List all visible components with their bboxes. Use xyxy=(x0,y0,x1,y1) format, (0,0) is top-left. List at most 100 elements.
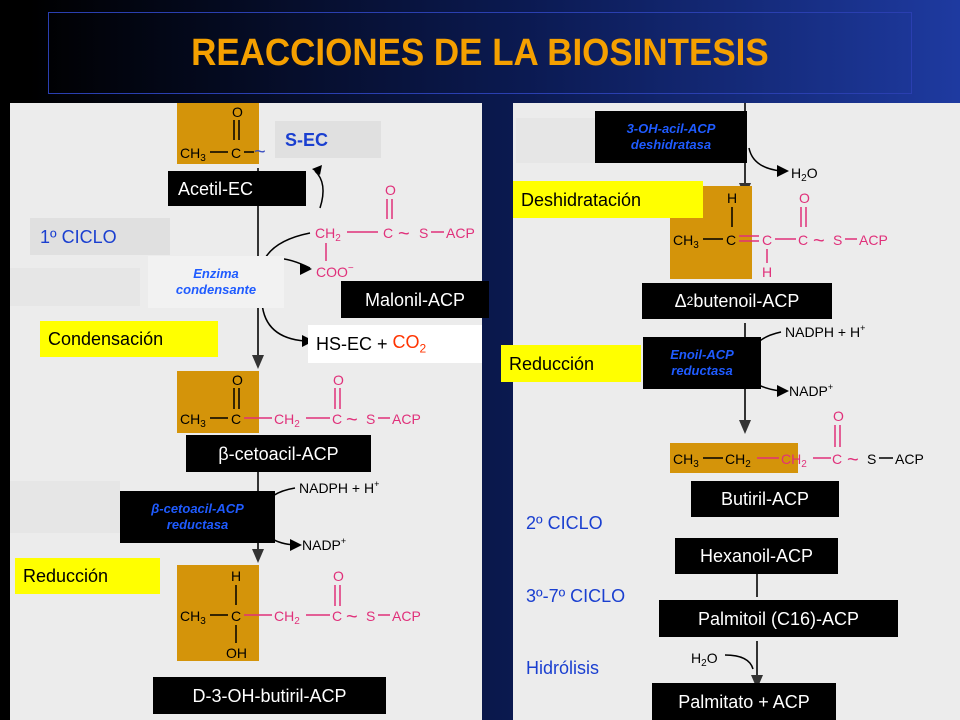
hs-ec-text: HS-EC + xyxy=(316,334,388,354)
butenoil-c1: C xyxy=(726,232,736,248)
butiril-ch3: CH3 xyxy=(673,451,699,470)
d3oh-ch3: CH3 xyxy=(180,608,206,627)
d3oh-c1: C xyxy=(231,608,241,624)
s-ec-label: S-EC xyxy=(275,121,381,158)
hs-ec-label: HS-EC + CO2 xyxy=(308,325,482,363)
cetoacil-text: -cetoacil-ACP xyxy=(228,443,339,464)
left-panel: O CH3 C ~ O CH2 C ~ S ACP COO− xyxy=(10,103,489,720)
butiril-ch2b: CH2 xyxy=(781,451,807,470)
malonil-tilde: ~ xyxy=(398,223,410,245)
right-h2o-2: H2O xyxy=(691,650,718,669)
butiril-label: Butiril-ACP xyxy=(691,481,839,517)
d3oh-h: H xyxy=(231,568,241,584)
cetoacil-o2: O xyxy=(333,372,344,388)
cetoacil-ch3: CH3 xyxy=(180,411,206,430)
cetoacil-reductasa-line1: β-cetoacil-ACP xyxy=(151,501,244,517)
butenoil-c2: C xyxy=(762,232,772,248)
butenoil-h1: H xyxy=(727,190,737,206)
malonil-ch2: CH2 xyxy=(315,225,341,244)
right-nadph: NADPH + H+ xyxy=(785,323,865,340)
cetoacil-highlight xyxy=(177,371,259,433)
cetoacil-reductasa-label: β-cetoacil-ACP reductasa xyxy=(120,491,275,543)
deshidratacion-label: Deshidratación xyxy=(513,181,703,218)
d3oh-ch2: CH2 xyxy=(274,608,300,627)
d3oh-tilde: ~ xyxy=(346,606,358,628)
enzima-condensante-label: Enzima condensante xyxy=(148,256,284,308)
right-blank-1 xyxy=(516,118,596,163)
condensacion-label: Condensación xyxy=(40,321,218,357)
acetil-tilde: ~ xyxy=(254,141,266,163)
d3oh-s: S xyxy=(366,608,375,624)
co2-text: CO2 xyxy=(392,332,427,356)
enoil-reductasa-label: Enoil-ACP reductasa xyxy=(643,337,761,389)
cetoacil-acp: ACP xyxy=(392,411,421,427)
left-blank-2 xyxy=(10,481,120,533)
d3oh-highlight xyxy=(177,565,259,661)
butiril-tilde: ~ xyxy=(847,449,859,471)
butenoil-tilde: ~ xyxy=(813,230,825,252)
enzima-line1: Enzima xyxy=(193,265,239,281)
d3oh-c2: C xyxy=(332,608,342,624)
malonil-o: O xyxy=(385,182,396,198)
butenoil-acp: ACP xyxy=(859,232,888,248)
left-nadph: NADPH + H+ xyxy=(299,479,379,496)
deshidratasa-line1: 3-OH-acil-ACP xyxy=(626,121,716,137)
cetoacil-tilde: ~ xyxy=(346,409,358,431)
cetoacil-o1: O xyxy=(232,372,243,388)
d3oh-o: O xyxy=(333,568,344,584)
page-title: REACCIONES DE LA BIOSINTESIS xyxy=(191,31,769,74)
d3oh-oh: OH xyxy=(226,645,247,661)
butiril-acp: ACP xyxy=(895,451,924,467)
malonil-coo: COO− xyxy=(316,263,354,280)
enoil-line2: reductasa xyxy=(671,363,733,378)
butenoil-s: S xyxy=(833,232,842,248)
cetoacil-c2: C xyxy=(332,411,342,427)
deshidratasa-line2: deshidratasa xyxy=(630,137,712,152)
malonil-label: Malonil-ACP xyxy=(341,281,489,318)
cetoacil-c1: C xyxy=(231,411,241,427)
acetil-ec-label: Acetil-EC xyxy=(168,171,306,206)
hexanoil-label: Hexanoil-ACP xyxy=(675,538,838,574)
palmitato-label: Palmitato + ACP xyxy=(652,683,836,720)
acetil-ch3: CH3 xyxy=(180,145,206,164)
cetoacil-label: β-cetoacil-ACP xyxy=(186,435,371,472)
reduccion-left-label: Reducción xyxy=(15,558,160,594)
hidrolisis-label: Hidrólisis xyxy=(516,650,651,686)
right-panel: H2O H CH3 C C H O C ~ S ACP NADPH + H+ N… xyxy=(501,103,960,720)
right-nadp: NADP+ xyxy=(789,382,833,399)
malonil-acp: ACP xyxy=(446,225,475,241)
cetoacil-ch2: CH2 xyxy=(274,411,300,430)
acetil-c: C xyxy=(231,145,241,161)
butenoil-text: butenoil-ACP xyxy=(693,291,800,311)
cetoacil-s: S xyxy=(366,411,375,427)
d3oh-acp: ACP xyxy=(392,608,421,624)
malonil-s: S xyxy=(419,225,428,241)
right-h2o-1: H2O xyxy=(791,165,818,184)
left-chem-diagram: O CH3 C ~ O CH2 C ~ S ACP COO− xyxy=(177,103,475,661)
acetil-highlight xyxy=(177,103,259,164)
butenoil-ch3: CH3 xyxy=(673,232,699,251)
cetoacil-prefix: β xyxy=(218,443,229,464)
d3oh-label: D-3-OH-butiril-ACP xyxy=(153,677,386,714)
reduccion-right-label: Reducción xyxy=(501,345,641,382)
butenoil-c3: C xyxy=(798,232,808,248)
butiril-ch2a: CH2 xyxy=(725,451,751,470)
butenoil-prefix: Δ xyxy=(674,291,687,311)
ciclo1-label: 1º CICLO xyxy=(30,218,170,255)
ciclo2-label: 2º CICLO xyxy=(516,505,651,541)
butiril-s: S xyxy=(867,451,876,467)
palmitoil-label: Palmitoil (C16)-ACP xyxy=(659,600,898,637)
acetil-o: O xyxy=(232,104,243,120)
malonil-c: C xyxy=(383,225,393,241)
title-box: REACCIONES DE LA BIOSINTESIS xyxy=(48,12,912,94)
enzima-line2: condensante xyxy=(175,282,257,297)
cetoacil-reductasa-line2: reductasa xyxy=(166,517,229,532)
butenoil-sup: 2 xyxy=(686,294,694,308)
left-blank-1 xyxy=(10,268,140,306)
left-nadp: NADP+ xyxy=(302,536,346,553)
enoil-line1: Enoil-ACP xyxy=(670,347,734,363)
butiril-c: C xyxy=(832,451,842,467)
butenoil-h2: H xyxy=(762,264,772,280)
butenoil-o: O xyxy=(799,190,810,206)
